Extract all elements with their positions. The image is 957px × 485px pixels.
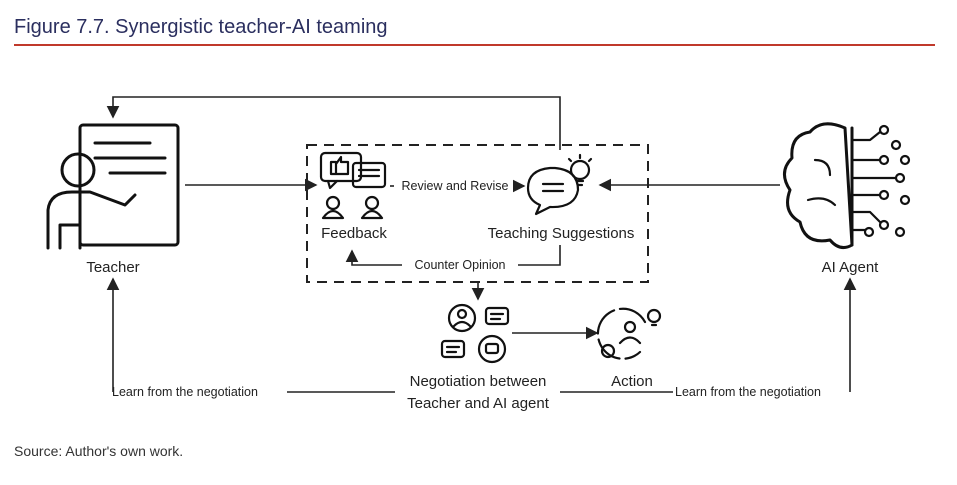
ai-agent-label: AI Agent	[822, 259, 880, 276]
teaching-suggestions-icon	[526, 153, 593, 216]
negotiation-label-line1: Negotiation between	[410, 373, 547, 390]
teaching-suggestions-label: Teaching Suggestions	[488, 225, 635, 242]
negotiation-icon	[440, 303, 510, 364]
learn-right-line	[560, 279, 850, 393]
learn-left-line	[113, 279, 395, 393]
review-revise-label: Review and Revise	[402, 179, 509, 193]
learn-right-label: Learn from the negotiation	[675, 385, 821, 399]
teacher-label: Teacher	[86, 259, 139, 276]
action-label: Action	[611, 373, 653, 390]
figure-title: Figure 7.7. Synergistic teacher-AI teami…	[14, 16, 388, 38]
action-icon	[596, 307, 662, 360]
ai-brain-icon	[783, 122, 911, 250]
negotiation-label-line2: Teacher and AI agent	[407, 395, 550, 412]
counter-opinion-line	[352, 245, 561, 266]
title-rule	[14, 44, 935, 46]
feedback-icon	[319, 151, 387, 220]
teacher-icon	[46, 123, 180, 250]
feedback-label: Feedback	[321, 225, 387, 242]
loop-arrow-to-teacher	[106, 96, 561, 150]
learn-left-label: Learn from the negotiation	[112, 385, 258, 399]
counter-opinion-label: Counter Opinion	[414, 258, 505, 272]
figure-source: Source: Author's own work.	[14, 443, 184, 459]
